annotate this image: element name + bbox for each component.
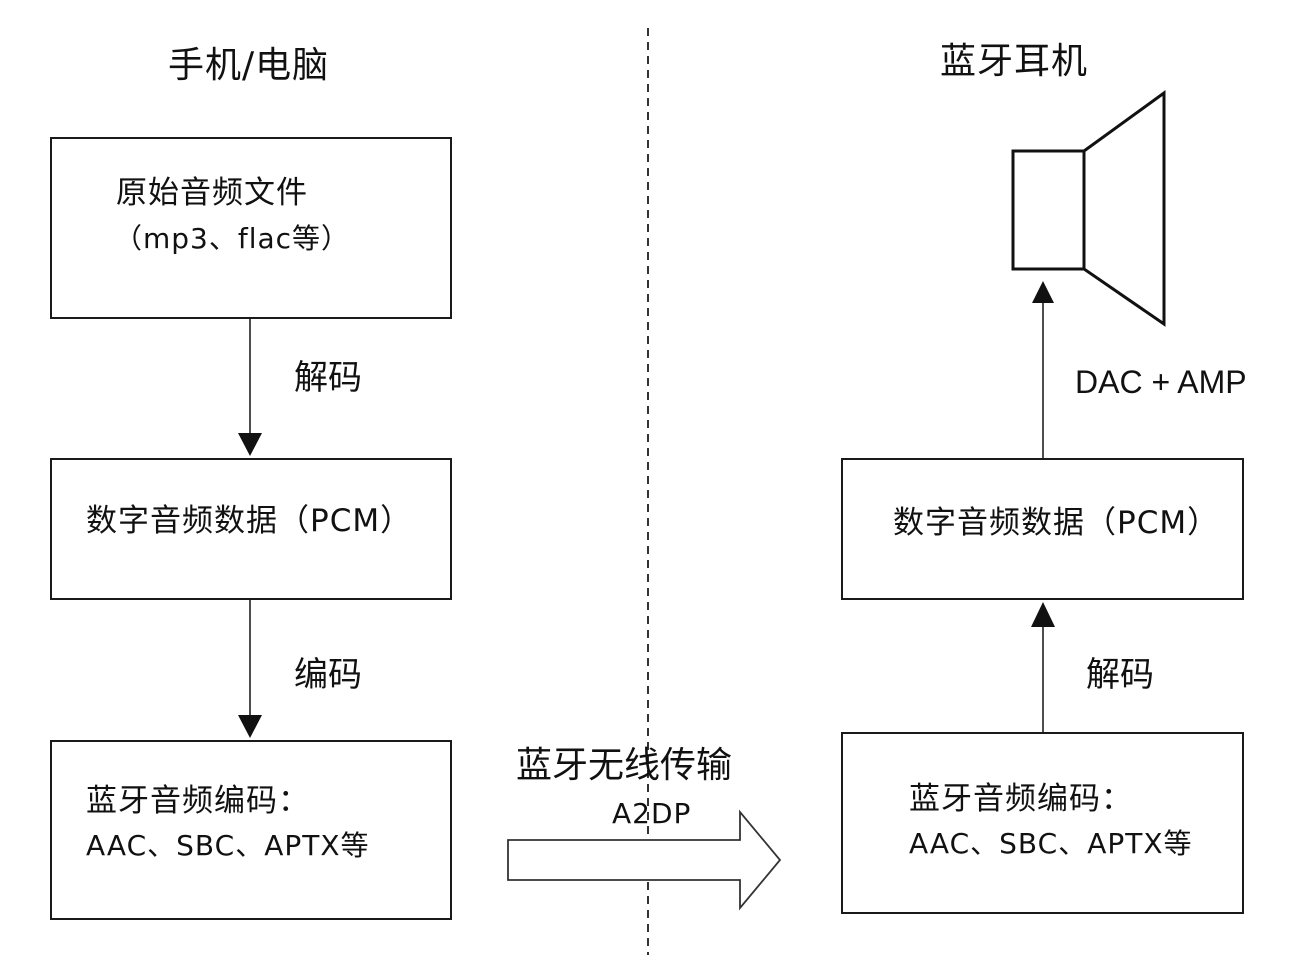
right-codec-list: AAC、SBC、APTX等 <box>909 827 1193 860</box>
arrow-dac-amp <box>1032 281 1054 458</box>
raw-audio-title: 原始音频文件 <box>116 175 308 211</box>
arrow-decode-right <box>1031 602 1055 732</box>
dac-amp-label: DAC + AMP <box>1075 364 1247 400</box>
wireless-transfer-arrow <box>507 809 782 911</box>
right-pcm-label: 数字音频数据（PCM） <box>893 505 1220 541</box>
speaker-icon <box>1011 90 1166 327</box>
left-column-title: 手机/电脑 <box>168 45 330 86</box>
left-codec-box <box>50 740 452 920</box>
arrow-encode-left <box>238 600 262 738</box>
raw-audio-formats: （mp3、flac等） <box>114 222 351 255</box>
right-pcm-box <box>841 458 1244 600</box>
right-column-title: 蓝牙耳机 <box>940 41 1089 82</box>
right-decode-label: 解码 <box>1086 655 1154 695</box>
right-codec-box <box>841 732 1244 914</box>
wireless-transfer-label: 蓝牙无线传输 <box>516 745 733 786</box>
raw-audio-box <box>50 137 452 319</box>
left-codec-list: AAC、SBC、APTX等 <box>86 829 370 862</box>
right-codec-title: 蓝牙音频编码： <box>909 781 1133 817</box>
left-encode-label: 编码 <box>294 655 362 695</box>
left-codec-title: 蓝牙音频编码： <box>86 783 310 819</box>
left-decode-label: 解码 <box>294 358 362 398</box>
wireless-protocol-label: A2DP <box>612 797 692 830</box>
left-pcm-box <box>50 458 452 600</box>
arrow-decode-left <box>238 318 262 456</box>
left-pcm-label: 数字音频数据（PCM） <box>86 503 413 539</box>
